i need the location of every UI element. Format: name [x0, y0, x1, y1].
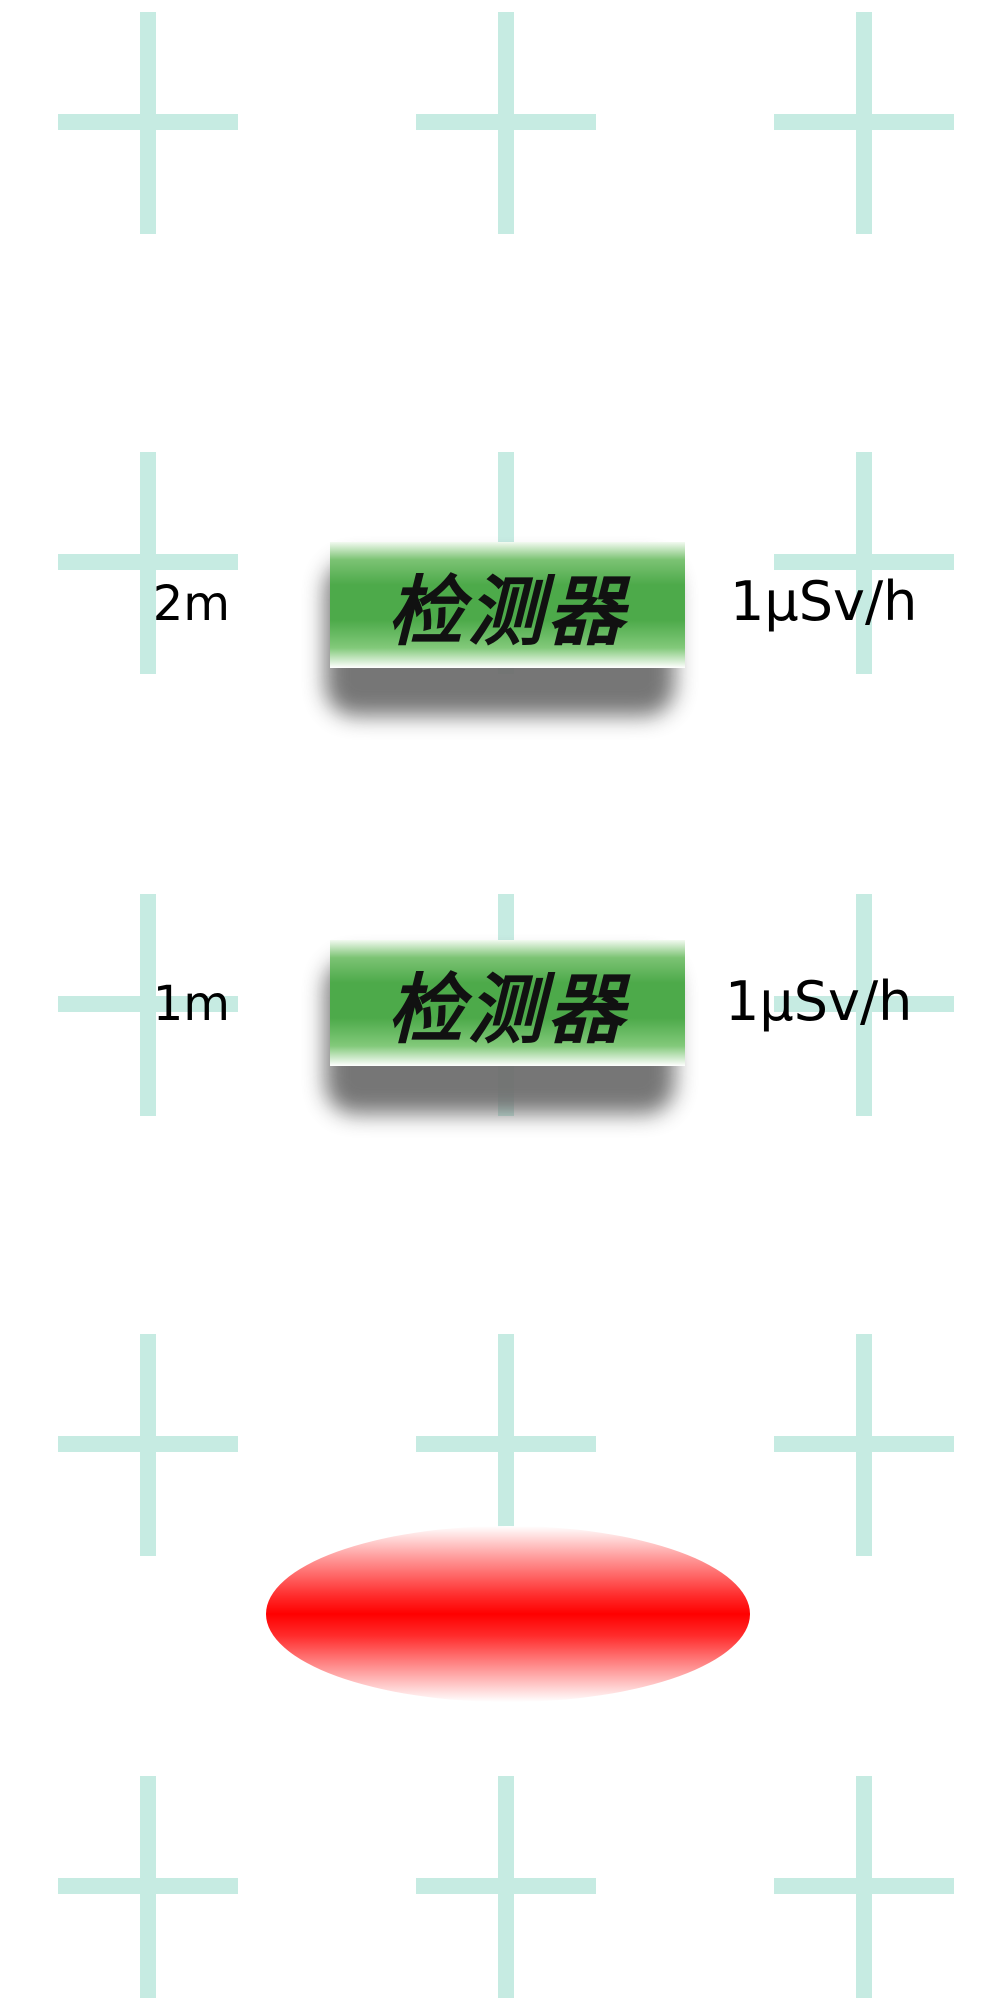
- distance-label: 2m: [152, 576, 230, 632]
- grid-cross-vertical: [140, 894, 156, 1116]
- grid-cross-vertical: [856, 894, 872, 1116]
- dose-rate-reading: 1μSv/h: [725, 970, 913, 1033]
- grid-cross: [774, 1776, 954, 1998]
- grid-cross: [58, 452, 238, 674]
- detector-box: 检测器: [330, 542, 685, 668]
- grid-cross-vertical: [140, 1334, 156, 1556]
- detector-label: 检测器: [387, 965, 628, 1054]
- grid-cross-vertical: [498, 12, 514, 234]
- grid-cross-vertical: [856, 12, 872, 234]
- grid-cross: [58, 1334, 238, 1556]
- grid-cross: [58, 894, 238, 1116]
- grid-cross: [774, 12, 954, 234]
- grid-cross-vertical: [140, 12, 156, 234]
- grid-cross-vertical: [498, 1334, 514, 1556]
- grid-cross: [416, 1334, 596, 1556]
- detector-row-2m: 2m 检测器 1μSv/h: [0, 530, 1000, 790]
- grid-cross: [774, 452, 954, 674]
- detector-row-1m: 1m 检测器 1μSv/h: [0, 928, 1000, 1188]
- detector-box: 检测器: [330, 940, 685, 1066]
- grid-cross: [774, 894, 954, 1116]
- grid-cross-vertical: [856, 1334, 872, 1556]
- distance-label: 1m: [152, 976, 230, 1032]
- grid-cross: [416, 12, 596, 234]
- grid-cross-vertical: [140, 1776, 156, 1998]
- grid-cross-vertical: [140, 452, 156, 674]
- grid-cross-vertical: [498, 1776, 514, 1998]
- dose-rate-reading: 1μSv/h: [730, 570, 918, 633]
- grid-cross: [416, 1776, 596, 1998]
- grid-cross: [58, 12, 238, 234]
- grid-cross-vertical: [856, 452, 872, 674]
- grid-cross: [774, 1334, 954, 1556]
- detector-label: 检测器: [387, 567, 628, 656]
- grid-cross: [58, 1776, 238, 1998]
- grid-cross-vertical: [856, 1776, 872, 1998]
- radiation-source-icon: [266, 1526, 750, 1702]
